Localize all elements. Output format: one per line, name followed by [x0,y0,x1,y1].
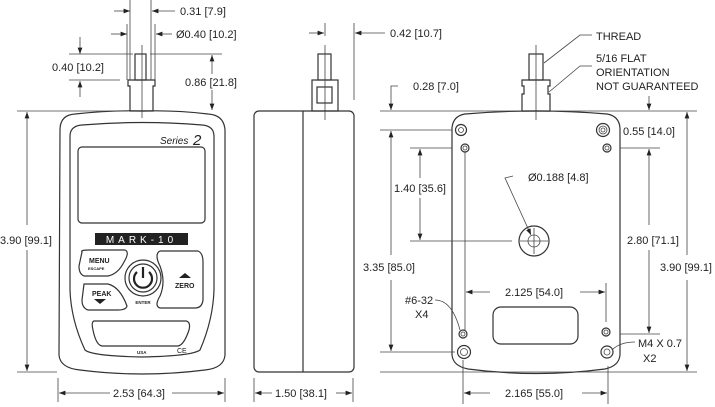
note-flat-3: NOT GUARANTEED [596,81,699,93]
dim-screw-vertical: 2.80 [71.1] [627,235,679,247]
zero-label: ZERO [175,283,195,290]
side-view: 0.42 [10.7] 1.50 [38.1] [253,23,442,402]
front-view: Series 2 MARK-10 MENU ESCAPE PEAK ENTER … [0,0,237,402]
back-body [451,110,621,375]
stud [134,53,147,81]
side-stud [317,53,332,81]
dim-depth: 1.50 [38.1] [275,388,327,400]
dim-shaft-offset: 0.42 [10.7] [390,28,442,40]
arrow-down-icon [94,299,106,304]
collar [127,79,156,112]
zero-button[interactable] [156,250,204,309]
screw-holes [454,122,614,360]
power-enter-button[interactable] [124,259,162,297]
dim-stud-height: 0.40 [10.2] [52,62,104,74]
dim-corner-offset: 0.55 [14.0] [623,126,675,138]
dim-mount-vertical: 3.35 [85.0] [363,262,415,274]
front-body [58,110,226,375]
ce-mark: CE [177,348,187,355]
series-number: 2 [192,132,202,149]
power-icon [132,271,154,289]
dim-collar-diameter: Ø0.40 [10.2] [176,29,237,41]
note-flat-1: 5/16 FLAT [596,53,647,65]
arrow-up-icon [179,273,191,278]
usa-label: USA [137,350,147,355]
dim-front-width: 2.53 [64.3] [113,388,165,400]
note-screw-b-1: M4 X 0.7 [638,338,682,350]
dim-front-height: 3.90 [99.1] [0,235,52,247]
dim-back-height: 3.90 [99.1] [660,262,712,274]
display-screen [77,146,206,224]
center-hole [518,225,550,257]
back-view: THREAD 5/16 FLAT ORIENTATION NOT GUARANT… [363,31,712,404]
note-screw-b-2: X2 [643,353,656,365]
dim-hole-diameter: Ø0.188 [4.8] [528,172,589,184]
mark10-logo-text: MARK-10 [106,235,177,246]
menu-button[interactable] [78,249,128,277]
escape-label: ESCAPE [88,266,105,271]
dim-screw-spacing-large: 2.165 [55.0] [505,388,563,400]
note-thread: THREAD [596,31,641,43]
mark10-logo [95,233,188,245]
note-screw-a-1: #6-32 [405,295,433,307]
note-flat-2: ORIENTATION [596,67,670,79]
series-label: Series [160,136,188,147]
note-screw-a-2: X4 [415,309,428,321]
enter-label: ENTER [135,300,151,305]
dim-screw-spacing-small: 2.125 [54.0] [505,287,563,299]
menu-label: MENU [89,258,110,265]
side-body [253,110,355,373]
back-window [492,306,579,345]
peak-button[interactable] [81,283,128,311]
dim-shaft-height: 0.86 [21.8] [185,77,237,89]
front-bezel [69,121,215,358]
peak-label: PEAK [92,291,111,298]
dim-top-offset: 0.28 [7.0] [413,81,459,93]
dim-hole-vertical: 1.40 [35.6] [394,183,446,195]
dim-stud-width: 0.31 [7.9] [180,6,226,18]
label-window [91,320,191,347]
